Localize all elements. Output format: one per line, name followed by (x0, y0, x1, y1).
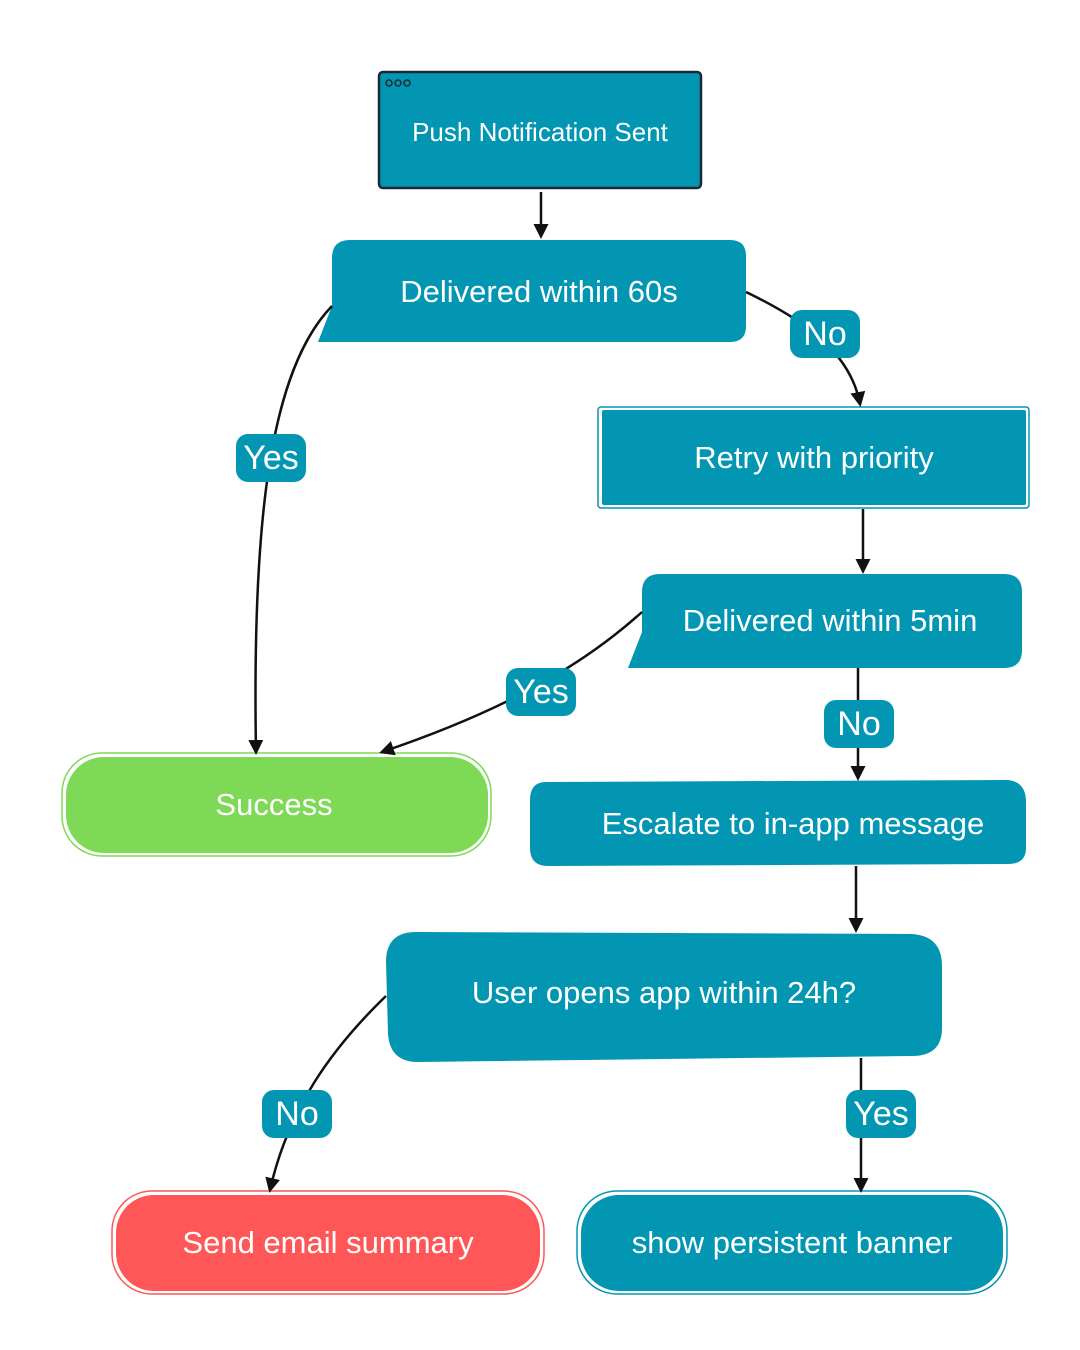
success-node[interactable]: Success (66, 757, 482, 853)
edge-label-user-no: No (262, 1090, 332, 1138)
escalate-label: Escalate to in-app message (601, 806, 985, 841)
banner-node[interactable]: show persistent banner (581, 1195, 1003, 1291)
delivered-5min-node[interactable]: Delivered within 5min (640, 574, 1020, 668)
delivered-5min-label: Delivered within 5min (682, 603, 978, 638)
escalate-node[interactable]: Escalate to in-app message (560, 782, 1026, 866)
edge-label-d5-no: No (824, 700, 894, 748)
success-node-outline (61, 752, 492, 857)
user-opens-shape (386, 932, 942, 1062)
send-email-label: Send email summary (182, 1225, 474, 1260)
retry-node-outline (597, 406, 1030, 509)
escalate-node-shape (530, 780, 1026, 866)
send-email-outline (111, 1190, 545, 1295)
user-opens-node[interactable]: User opens app within 24h? (386, 948, 942, 1038)
edge-label-d5-no-text: No (837, 704, 881, 743)
start-node-shape (377, 70, 703, 190)
edge-label-d60-yes: Yes (236, 434, 306, 482)
edge-d60-yes (248, 305, 333, 755)
delivered-60s-shape (318, 240, 746, 342)
delivered-60s-label: Delivered within 60s (400, 274, 678, 309)
banner-label: show persistent banner (631, 1225, 953, 1260)
start-node[interactable]: Push Notification Sent (379, 90, 701, 174)
edge-label-user-yes: Yes (846, 1090, 916, 1138)
edge-label-d60-yes-text: Yes (243, 438, 299, 477)
success-node-shape (66, 757, 488, 853)
window-dots-icon (385, 79, 411, 87)
success-label: Success (215, 787, 333, 822)
send-email-node[interactable]: Send email summary (116, 1195, 540, 1291)
edge-label-d5-yes: Yes (506, 668, 576, 716)
start-node-label: Push Notification Sent (412, 116, 668, 147)
user-opens-label: User opens app within 24h? (471, 975, 857, 1010)
banner-shape (581, 1195, 1003, 1291)
edge-label-d5-yes-text: Yes (513, 672, 569, 711)
edge-label-d60-no-text: No (803, 314, 847, 353)
delivered-5min-shape (628, 574, 1022, 668)
banner-outline (576, 1190, 1008, 1295)
retry-node-shape (602, 410, 1026, 505)
retry-label: Retry with priority (694, 439, 934, 475)
edge-label-d60-no: No (790, 310, 860, 358)
send-email-shape (116, 1195, 540, 1291)
retry-node[interactable]: Retry with priority (602, 410, 1026, 505)
delivered-60s-node[interactable]: Delivered within 60s (332, 244, 746, 340)
edge-user-no (265, 995, 387, 1193)
edge-label-user-yes-text: Yes (853, 1094, 909, 1133)
edge-label-user-no-text: No (275, 1094, 319, 1133)
